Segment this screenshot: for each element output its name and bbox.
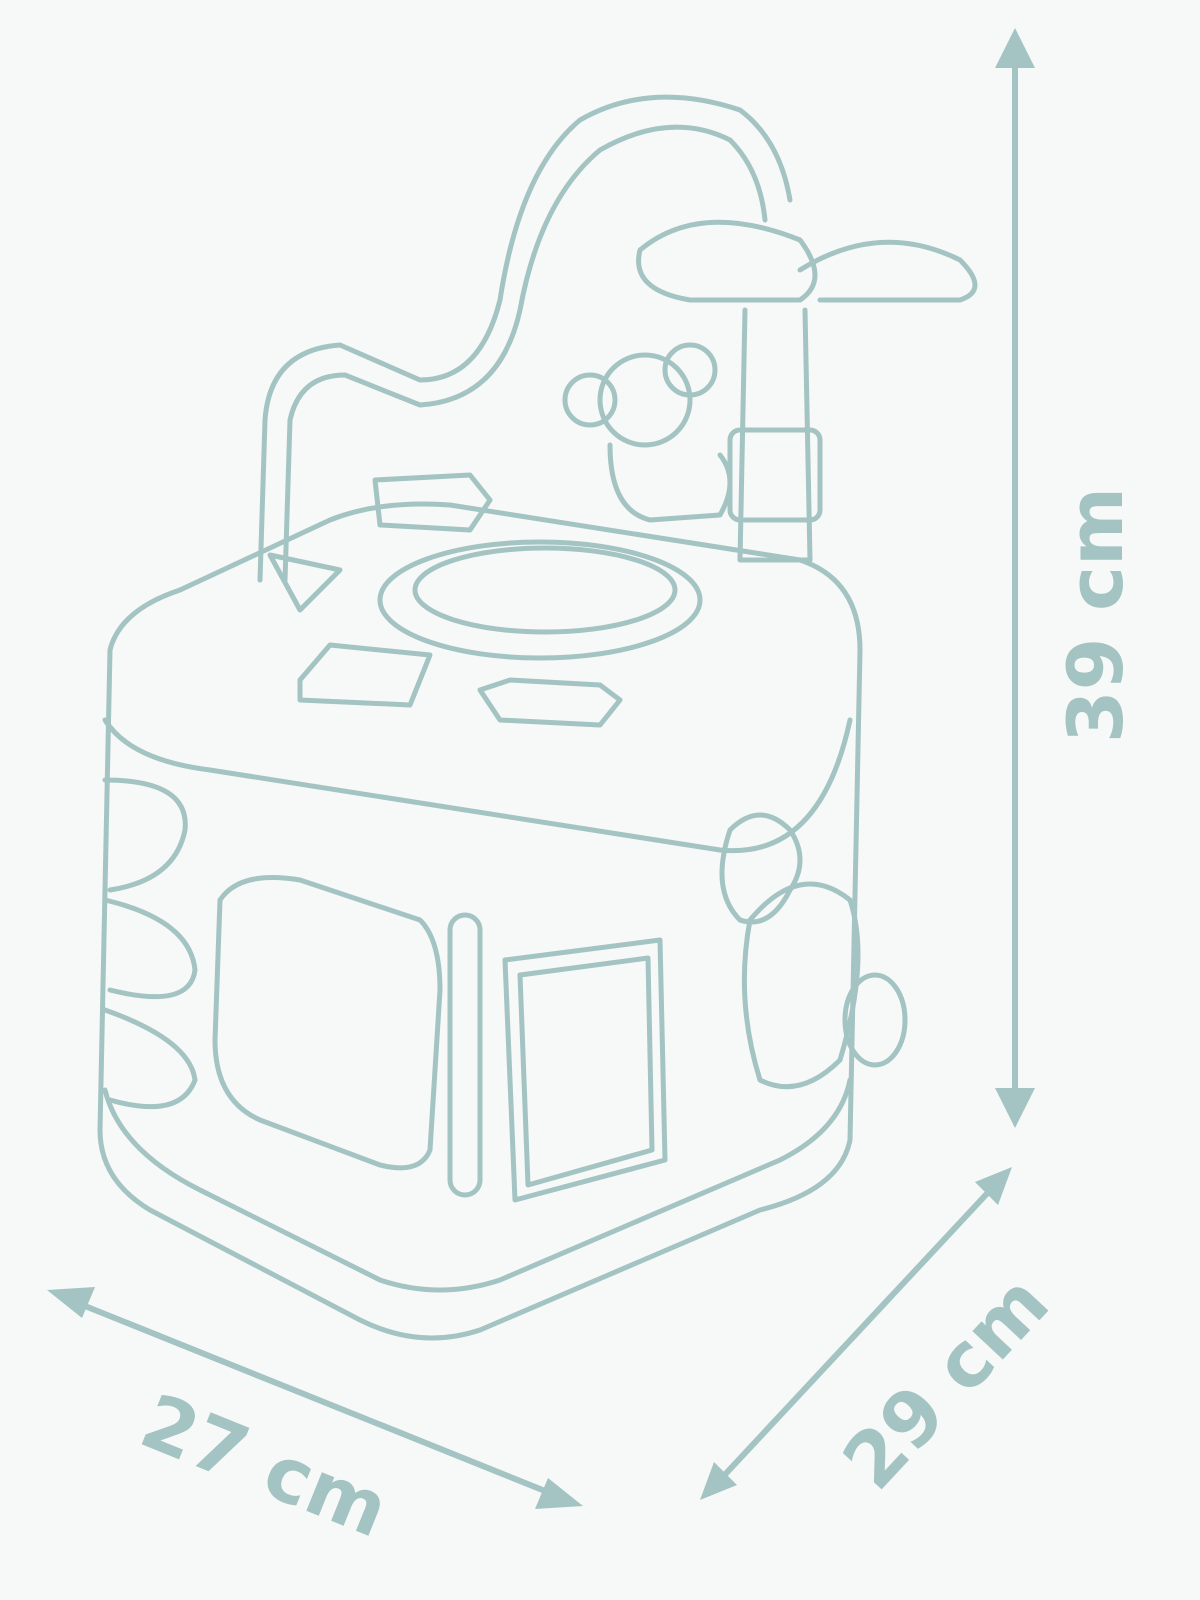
- side-wave-1: [102, 777, 188, 893]
- star-block: [372, 472, 493, 533]
- bead-arch-wire: [257, 94, 793, 583]
- koala-ear-right: [662, 342, 718, 398]
- door: [212, 875, 443, 1171]
- window-panel: [502, 937, 668, 1203]
- toy-bottom-edge: [102, 1077, 853, 1293]
- height-label: 39 cm: [1051, 487, 1140, 743]
- leaf: [797, 239, 978, 303]
- window-panel-inner: [517, 955, 655, 1188]
- side-wave-3: [102, 1007, 198, 1110]
- height-dimension-arrow: [995, 28, 1035, 1128]
- turntable-inner: [412, 545, 678, 635]
- lamp-post: [737, 307, 813, 563]
- turtle-head-knob: [842, 972, 908, 1068]
- depth-label: 29 cm: [826, 1258, 1066, 1506]
- hexagon-shape-hole: [477, 677, 623, 728]
- square-shape-hole: [297, 642, 433, 708]
- koala-ear-left: [562, 372, 618, 428]
- bead-arch-wire-inner: [282, 124, 768, 583]
- turntable: [377, 539, 703, 661]
- toy-top-edge: [102, 717, 853, 854]
- door-handle: [447, 912, 483, 1198]
- depth-dimension-arrow: [700, 1167, 1012, 1500]
- mushroom-lamp: [636, 219, 818, 303]
- width-label: 27 cm: [129, 1376, 400, 1555]
- koala-head: [597, 352, 693, 448]
- activity-toy-drawing: [97, 94, 978, 1341]
- width-dimension-arrow: [47, 1287, 583, 1509]
- koala-body: [607, 442, 733, 523]
- triangle-shape-hole: [267, 552, 343, 613]
- turtle-shell: [741, 881, 861, 1090]
- toy-body-outline: [97, 501, 863, 1341]
- side-wave-2: [102, 897, 198, 1000]
